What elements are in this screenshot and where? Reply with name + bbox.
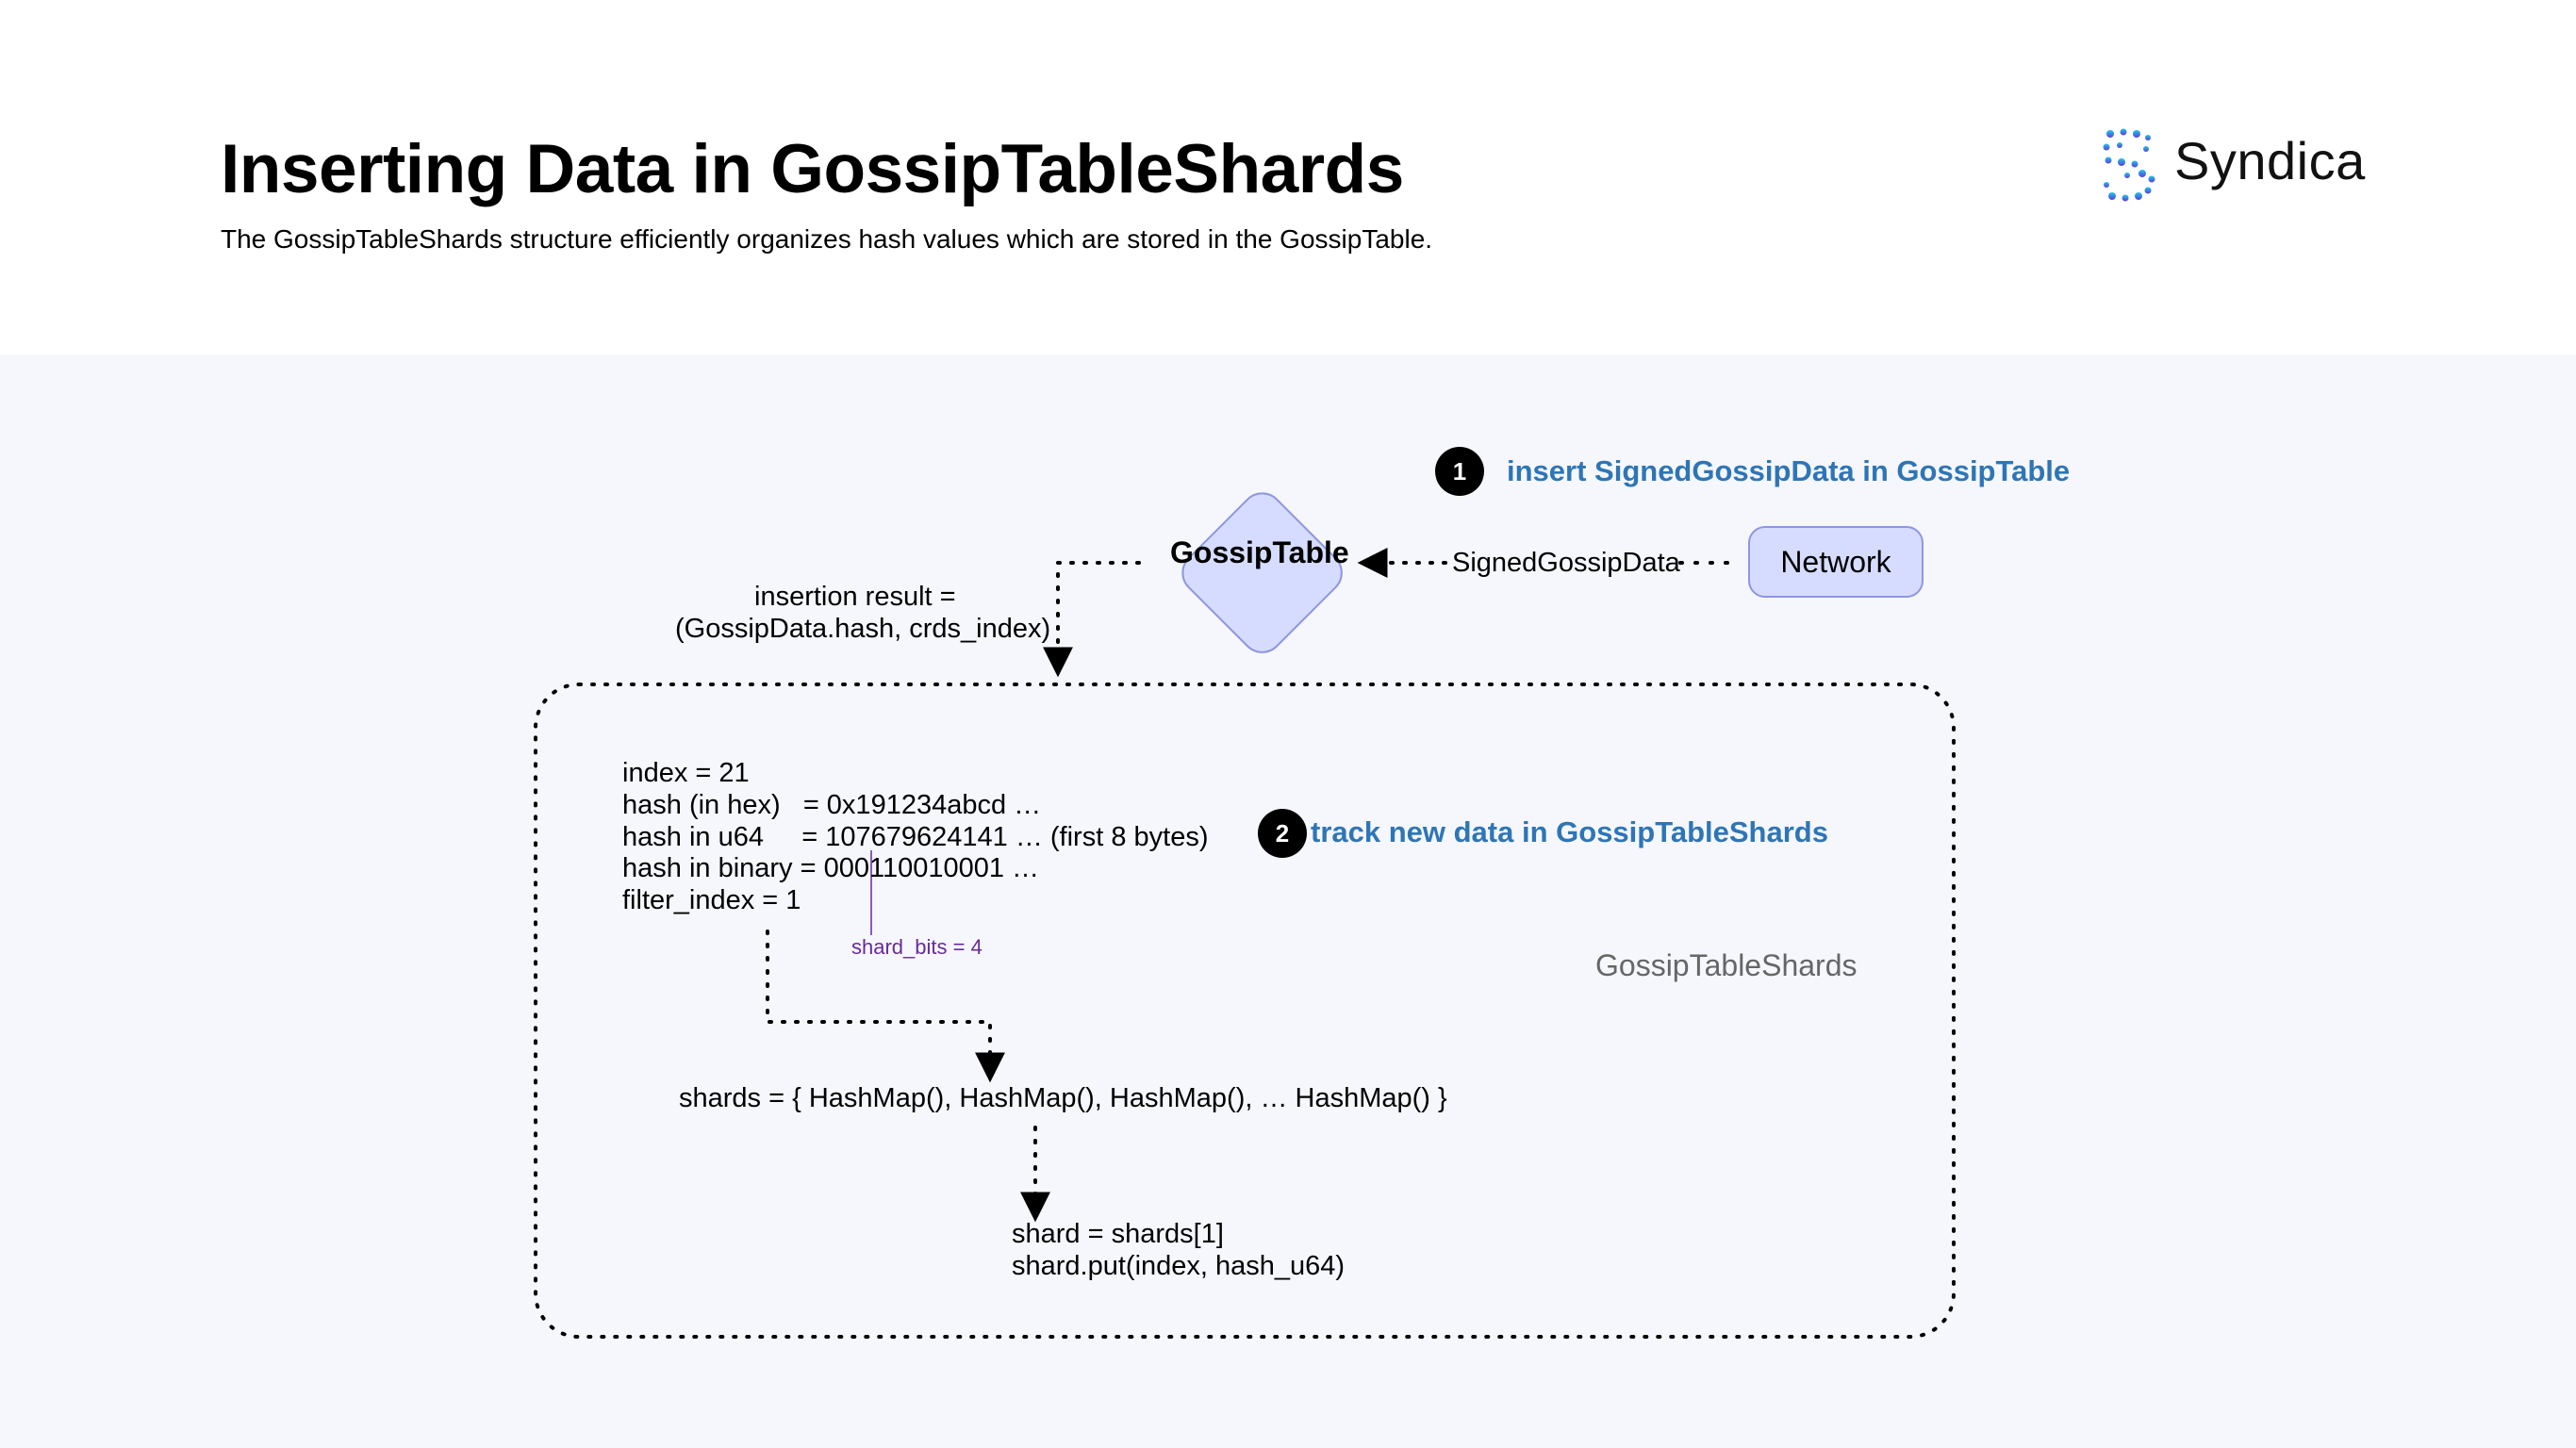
step-2-label: track new data in GossipTableShards: [1311, 815, 1828, 848]
header: Inserting Data in GossipTableShards The …: [0, 0, 2576, 354]
page-title: Inserting Data in GossipTableShards: [221, 131, 1404, 207]
brand-name: Syndica: [2174, 131, 2366, 190]
gossiptable-label: GossipTable: [1170, 535, 1349, 569]
filter-index-edge: [766, 930, 1005, 1083]
shard-bits-label: shard_bits = 4: [851, 935, 983, 959]
detail-index: index = 21: [622, 758, 750, 788]
shards-expression: shards = { HashMap(), HashMap(), HashMap…: [679, 1083, 1447, 1113]
detail-hash-hex: hash (in hex) = 0x191234abcd …: [622, 790, 1042, 820]
detail-filter-index: filter_index = 1: [622, 885, 801, 915]
signed-gossip-data-label: SignedGossipData: [1452, 548, 1680, 578]
step-1-label: insert SignedGossipData in GossipTable: [1507, 454, 2071, 487]
insertion-result-label-2: (GossipData.hash, crds_index): [675, 614, 1051, 644]
step-1-badge: 1: [1435, 447, 1484, 496]
shard-put: shard.put(index, hash_u64): [1012, 1251, 1346, 1281]
detail-hash-u64: hash in u64 = 107679624141 … (first 8 by…: [622, 822, 1209, 852]
step-2-badge: 2: [1258, 809, 1307, 858]
detail-hash-binary: hash in binary = 000110010001 …: [622, 853, 1040, 883]
page-subtitle: The GossipTableShards structure efficien…: [221, 224, 1433, 254]
insertion-result-edge: [1043, 561, 1141, 678]
gossiptableshards-title: GossipTableShards: [1595, 948, 1858, 982]
gossiptable-node: [1181, 492, 1343, 653]
shard-select: shard = shards[1]: [1012, 1219, 1224, 1249]
network-label: Network: [1780, 545, 1891, 579]
insertion-result-label-1: insertion result =: [754, 582, 956, 612]
syndica-logo-icon: [2103, 128, 2155, 202]
network-node: Network: [1748, 526, 1924, 598]
